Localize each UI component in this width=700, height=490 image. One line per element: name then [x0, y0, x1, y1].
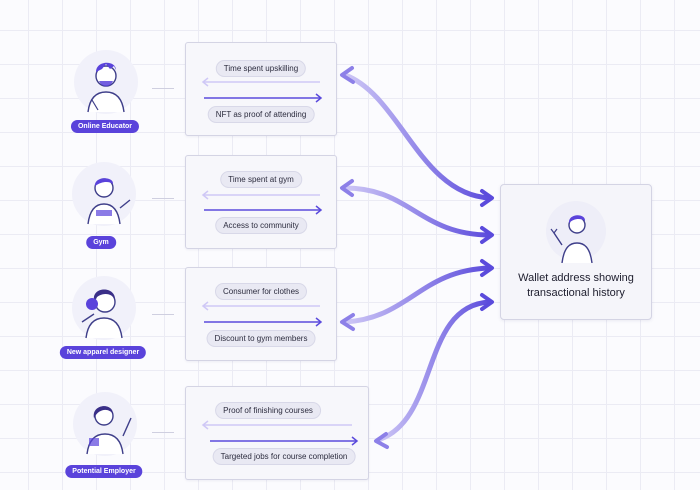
designer-avatar-icon — [81, 289, 123, 339]
dash-connector-gym — [152, 198, 174, 199]
wallet-label: Wallet address showing transactional his… — [518, 272, 634, 299]
arrow-left-faded — [201, 420, 352, 430]
arrow-right — [210, 436, 359, 446]
badge-new-apparel-designer: New apparel designer — [59, 346, 147, 359]
arrow-right — [204, 205, 323, 215]
flow-box-educator: Time spent upskilling NFT as proof of at… — [185, 42, 337, 136]
curve-gym-head-left — [340, 179, 354, 197]
arrow-right — [204, 317, 323, 327]
arrow-left-faded — [201, 301, 320, 311]
curve-gym-head-right — [480, 226, 494, 244]
gym-avatar — [72, 162, 136, 226]
employer-avatar-icon — [86, 406, 132, 455]
curve-designer — [342, 265, 493, 325]
badge-gym: Gym — [86, 236, 116, 249]
employer-avatar — [73, 392, 137, 456]
pill-consumer-clothes: Consumer for clothes — [214, 283, 308, 300]
flow-box-designer: Consumer for clothes Discount to gym mem… — [185, 267, 337, 361]
flow-box-gym: Time spent at gym Access to community — [185, 155, 337, 249]
pill-access-community: Access to community — [215, 217, 307, 234]
wallet-user-avatar-icon — [546, 201, 606, 263]
pill-proof-finishing-courses: Proof of finishing courses — [215, 402, 321, 419]
arrow-left-faded — [201, 190, 320, 200]
pill-discount-gym-members: Discount to gym members — [206, 330, 316, 347]
curve-employer-head-left — [374, 432, 389, 449]
pill-time-spent-gym: Time spent at gym — [220, 171, 302, 188]
wallet-box: Wallet address showing transactional his… — [500, 184, 652, 320]
flow-box-employer: Proof of finishing courses Targeted jobs… — [185, 386, 369, 480]
curve-educator-head-right — [480, 189, 494, 207]
gym-trainer-avatar-icon — [87, 178, 131, 225]
curve-designer-head-right — [480, 259, 494, 277]
educator-avatar-icon — [87, 62, 125, 113]
pill-targeted-jobs: Targeted jobs for course completion — [212, 448, 356, 465]
arrow-right — [204, 93, 323, 103]
designer-avatar — [72, 276, 136, 340]
badge-online-educator: Online Educator — [70, 120, 140, 133]
curve-designer-head-left — [340, 313, 355, 331]
arrow-left-faded — [201, 77, 320, 87]
curve-gym — [342, 185, 493, 238]
curve-educator — [342, 72, 493, 201]
pill-nft-proof: NFT as proof of attending — [207, 106, 315, 123]
educator-avatar — [74, 50, 138, 114]
dash-connector-educator — [152, 88, 174, 89]
dash-connector-designer — [152, 314, 174, 315]
pill-time-spent-upskilling: Time spent upskilling — [215, 60, 307, 77]
badge-potential-employer: Potential Employer — [65, 465, 143, 478]
curve-educator-head-left — [340, 66, 355, 84]
dash-connector-employer — [152, 432, 174, 433]
curve-employer — [375, 299, 493, 443]
curve-employer-head-right — [480, 293, 494, 311]
